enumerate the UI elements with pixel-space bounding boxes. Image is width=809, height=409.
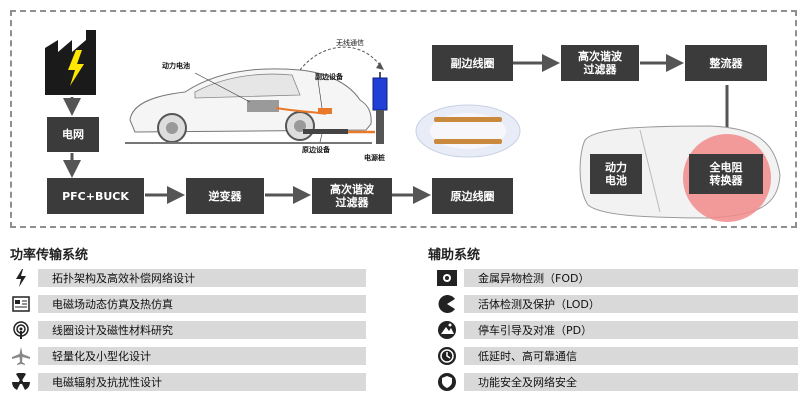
item-label: 低延时、高可靠通信	[478, 350, 577, 363]
item-label: 拓扑架构及高效补偿网络设计	[52, 272, 195, 285]
item-bar	[464, 295, 798, 313]
item-label: 轻量化及小型化设计	[52, 350, 151, 363]
box-full-resistor-converter: 全电阻 转换器	[689, 154, 763, 194]
box-pfc-buck: PFC+BUCK	[47, 178, 144, 214]
item-label: 功能安全及网络安全	[478, 376, 577, 389]
item-bar	[464, 373, 798, 391]
power-item: 拓扑架构及高效补偿网络设计	[10, 268, 366, 288]
power-item: 线圈设计及磁性材料研究	[10, 320, 366, 340]
item-label: 停车引导及对准（PD）	[478, 324, 593, 337]
item-label: 电磁场动态仿真及热仿真	[52, 298, 173, 311]
box-inverter: 逆变器	[186, 178, 264, 214]
clock-icon	[436, 346, 458, 366]
box-power-battery: 动力 电池	[590, 154, 642, 194]
aux-item: 低延时、高可靠通信	[436, 346, 798, 366]
car-illustration	[125, 46, 388, 144]
item-bar	[464, 347, 798, 365]
item-bar	[38, 321, 366, 339]
shield-icon	[436, 372, 458, 392]
aux-item: 功能安全及网络安全	[436, 372, 798, 392]
box-harmonic-filter-1: 高次谐波 过滤器	[312, 178, 392, 214]
item-label: 金属异物检测（FOD）	[478, 272, 590, 285]
item-bar	[38, 373, 366, 391]
label-power-battery: 动力电池	[162, 62, 190, 70]
camera-icon	[436, 268, 458, 288]
label-primary-device: 原边设备	[302, 146, 330, 154]
power-system-title: 功率传输系统	[10, 248, 89, 263]
item-label: 活体检测及保护（LOD）	[478, 298, 600, 311]
aux-item: 停车引导及对准（PD）	[436, 320, 798, 340]
power-item: 电磁辐射及抗扰性设计	[10, 372, 366, 392]
power-item: 电磁场动态仿真及热仿真	[10, 294, 366, 314]
item-label: 电磁辐射及抗扰性设计	[52, 376, 162, 389]
parking-icon	[436, 320, 458, 340]
label-secondary-device: 副边设备	[315, 73, 343, 81]
aux-system-title: 辅助系统	[428, 248, 481, 263]
document-icon	[10, 294, 32, 314]
item-bar	[464, 269, 798, 287]
pacman-icon	[436, 294, 458, 314]
item-bar	[38, 269, 366, 287]
box-secondary-coil: 副边线圈	[432, 45, 513, 81]
item-bar	[38, 295, 366, 313]
label-wireless-comm: 无线通信	[336, 39, 364, 47]
coil-illustration	[415, 104, 521, 158]
item-bar	[464, 321, 798, 339]
box-rectifier: 整流器	[685, 45, 767, 81]
airplane-icon	[10, 346, 32, 366]
diagram-frame	[10, 10, 797, 228]
item-bar	[38, 347, 366, 365]
radiation-icon	[10, 372, 32, 392]
coil-signal-icon	[10, 320, 32, 340]
label-power-pile: 电源桩	[364, 154, 385, 162]
factory-lightning-icon	[45, 30, 96, 95]
box-grid: 电网	[47, 117, 99, 152]
box-primary-coil: 原边线圈	[432, 178, 513, 214]
lightning-icon	[10, 268, 32, 288]
aux-item: 活体检测及保护（LOD）	[436, 294, 798, 314]
power-item: 轻量化及小型化设计	[10, 346, 366, 366]
box-harmonic-filter-2: 高次谐波 过滤器	[561, 45, 639, 81]
item-label: 线圈设计及磁性材料研究	[52, 324, 173, 337]
aux-item: 金属异物检测（FOD）	[436, 268, 798, 288]
